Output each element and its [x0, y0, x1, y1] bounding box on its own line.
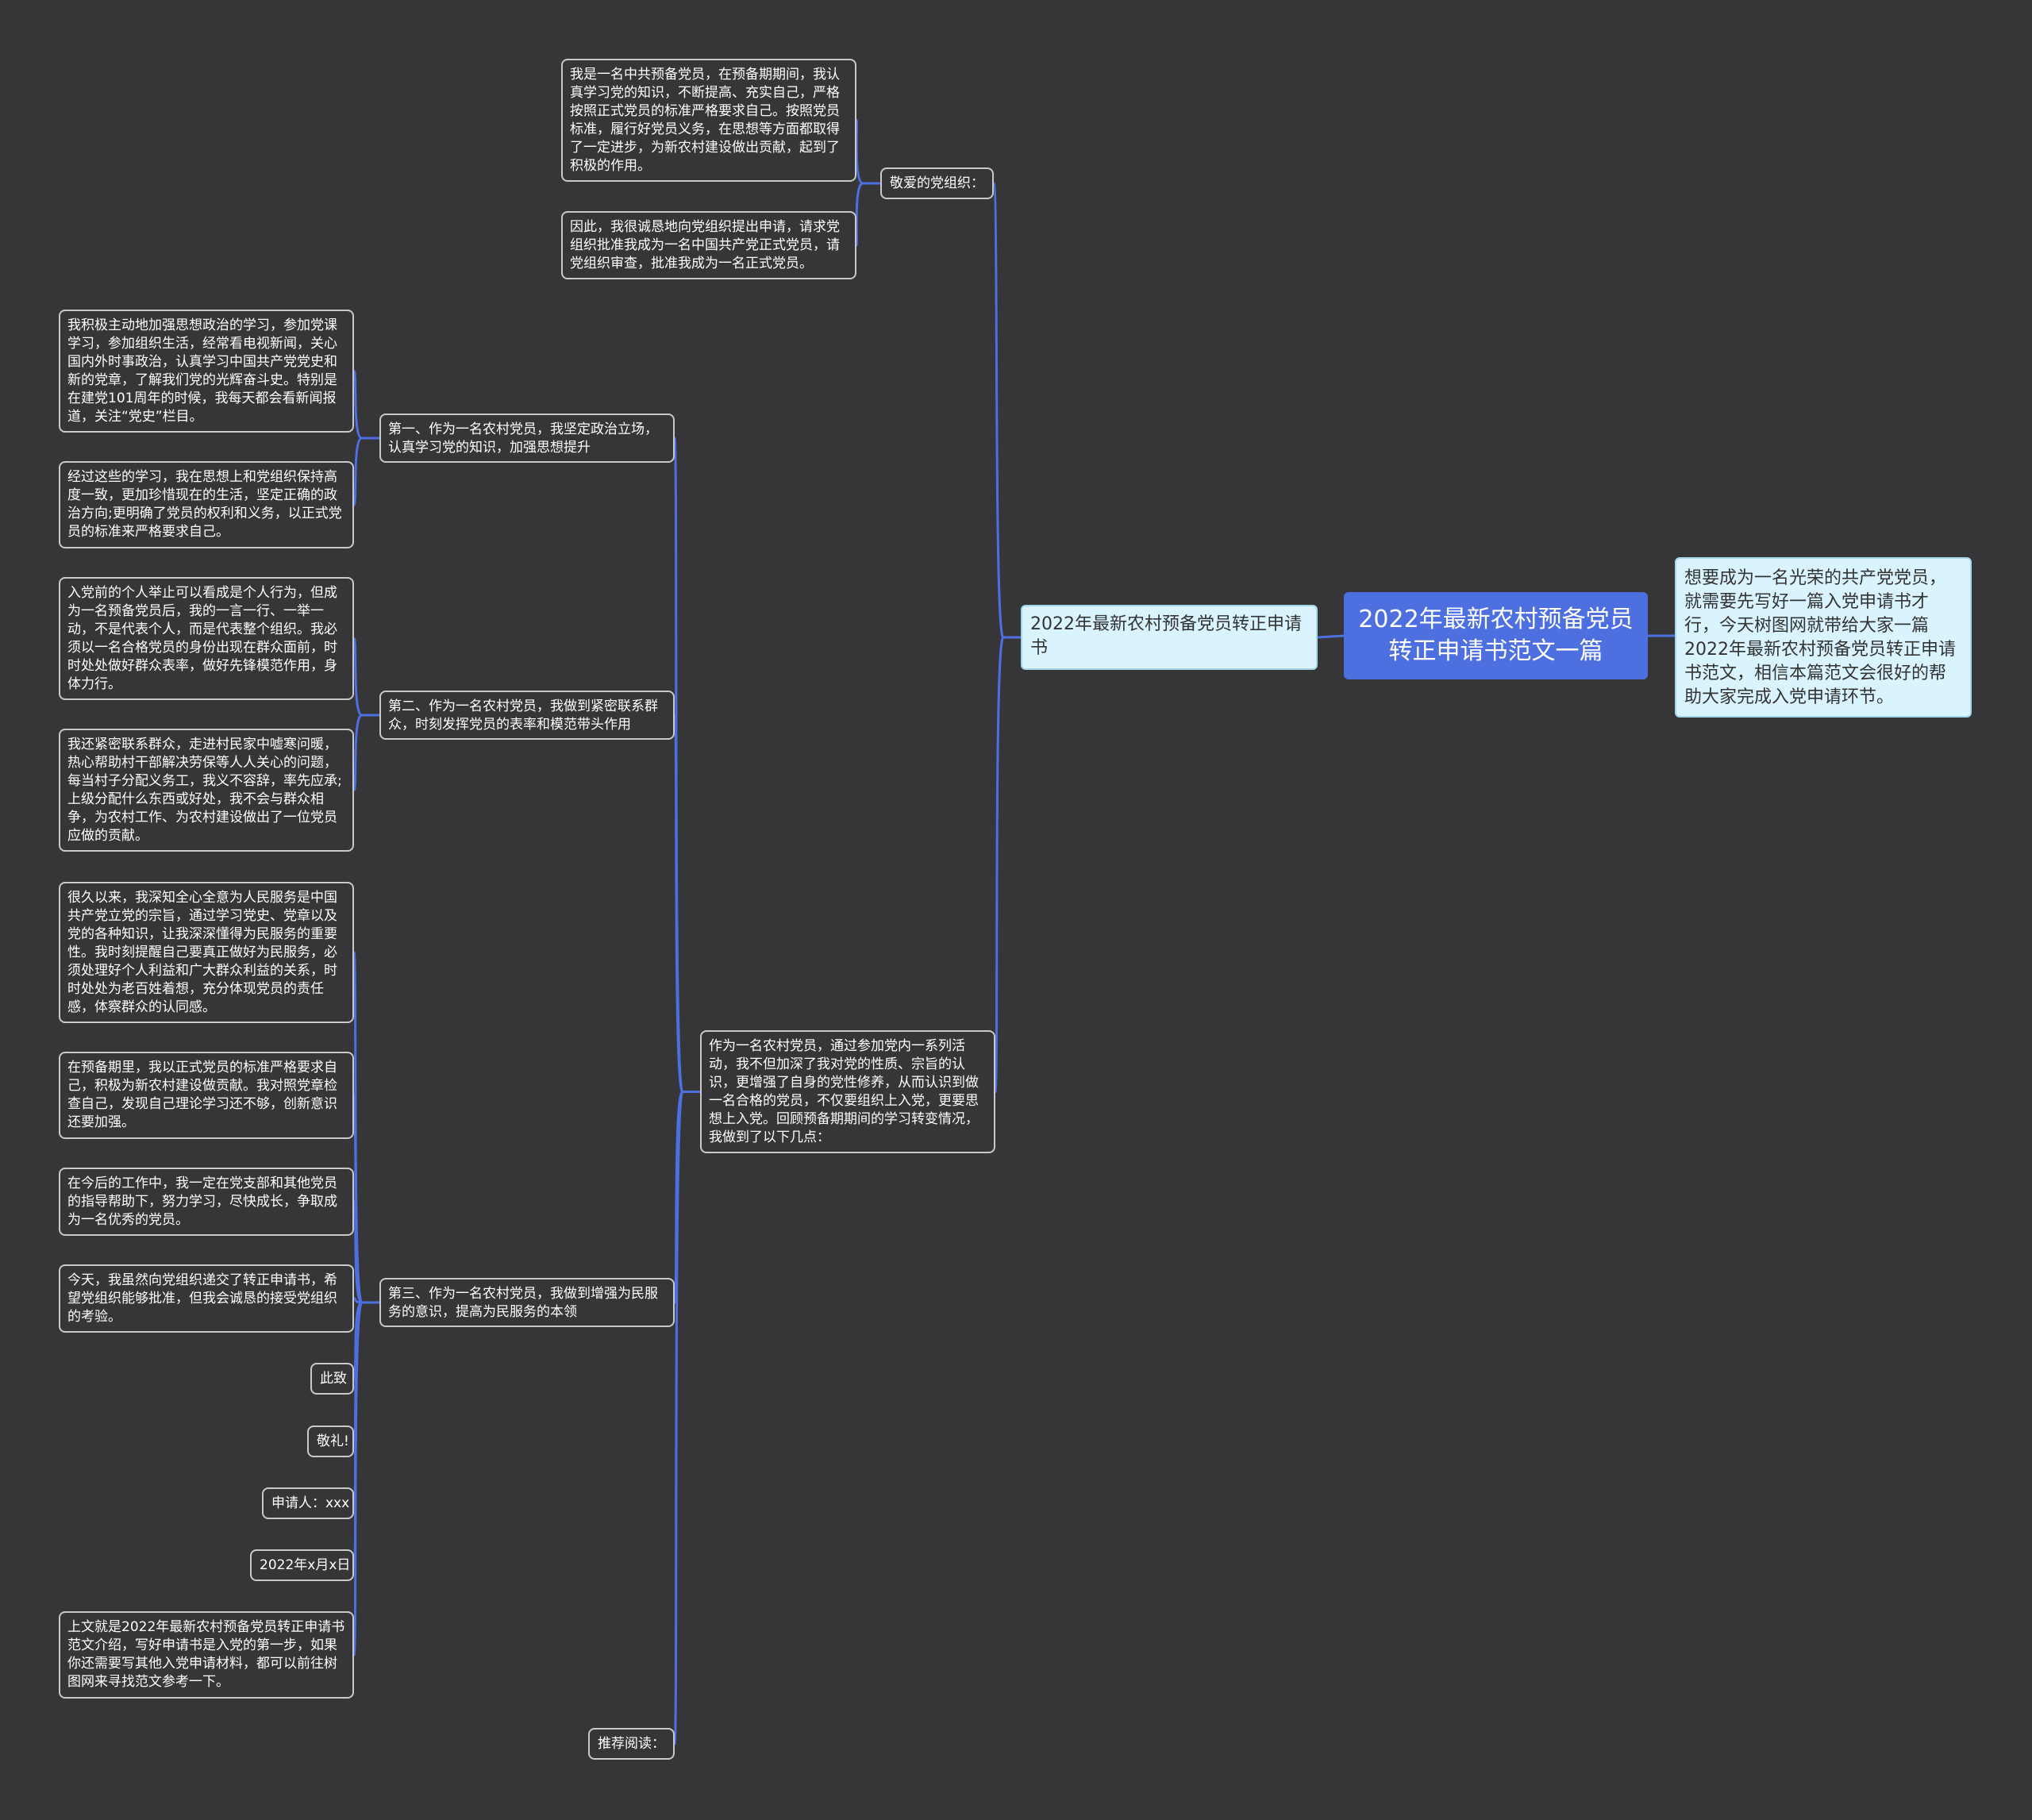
root-title: 2022年最新农村预备党员转正申请书范文一篇: [1358, 606, 1634, 665]
greeting-text-2[interactable]: 因此，我很诚恳地向党组织提出申请，请求党组织批准我成为一名中国共产党正式党员，请…: [561, 211, 856, 279]
point3-text-3[interactable]: 在今后的工作中，我一定在党支部和其他党员的指导帮助下，努力学习，尽快成长，争取成…: [59, 1168, 354, 1236]
point3-closing-1[interactable]: 此致: [310, 1363, 354, 1395]
point2-text-1[interactable]: 入党前的个人举止可以看成是个人行为，但成为一名预备党员后，我的一言一行、一举一动…: [59, 577, 354, 700]
point3-text-2-label: 在预备期里，我以正式党员的标准严格要求自己，积极为新农村建设做贡献。我对照党章检…: [67, 1060, 337, 1130]
branch-title: 2022年最新农村预备党员转正申请书: [1030, 614, 1302, 658]
link-p2-1: [352, 637, 379, 717]
link-branch-greeting: [992, 182, 1021, 639]
point1-node[interactable]: 第一、作为一名农村党员，我坚定政治立场，认真学习党的知识，加强思想提升: [379, 414, 675, 463]
point3-text-2[interactable]: 在预备期里，我以正式党员的标准严格要求自己，积极为新农村建设做贡献。我对照党章检…: [59, 1052, 354, 1139]
point3-text-3-label: 在今后的工作中，我一定在党支部和其他党员的指导帮助下，努力学习，尽快成长，争取成…: [67, 1175, 337, 1228]
point3-label: 第三、作为一名农村党员，我做到增强为民服务的意识，提高为民服务的本领: [388, 1286, 658, 1320]
greeting-node[interactable]: 敬爱的党组织：: [880, 167, 994, 199]
point3-node[interactable]: 第三、作为一名农村党员，我做到增强为民服务的意识，提高为民服务的本领: [379, 1278, 675, 1327]
point3-closing-2[interactable]: 敬礼!: [307, 1426, 354, 1457]
point3-date-label: 2022年x月x日: [260, 1557, 351, 1573]
link-greeting-1: [855, 119, 880, 185]
point3-closing-2-label: 敬礼!: [317, 1433, 349, 1449]
intro-note-text: 想要成为一名光荣的共产党党员，就需要先写好一篇入党申请书才行，今天树图网就带给大…: [1684, 568, 1956, 707]
link-body-1: [673, 714, 700, 1093]
point3-date[interactable]: 2022年x月x日: [250, 1549, 354, 1581]
link-p3-1: [352, 1094, 379, 1304]
point1-text-1-label: 我积极主动地加强思想政治的学习，参加党课学习，参加组织生活，经常看电视新闻，关心…: [67, 317, 337, 425]
link-greeting-2: [855, 182, 880, 247]
link-p2-2: [352, 714, 379, 791]
point1-label: 第一、作为一名农村党员，我坚定政治立场，认真学习党的知识，加强思想提升: [388, 421, 658, 456]
intro-note[interactable]: 想要成为一名光荣的共产党党员，就需要先写好一篇入党申请书才行，今天树图网就带给大…: [1675, 557, 1972, 718]
point3-text-1[interactable]: 很久以来，我深知全心全意为人民服务是中国共产党立党的宗旨，通过学习党史、党章以及…: [59, 882, 354, 1023]
link-body-3: [673, 1091, 700, 1745]
point2-text-2-label: 我还紧密联系群众，走进村民家中嘘寒问暖，热心帮助村干部解决劳保等人人关心的问题，…: [67, 737, 342, 844]
greeting-text-1[interactable]: 我是一名中共预备党员，在预备期期间，我认真学习党的知识，不断提高、充实自己，严格…: [561, 59, 856, 182]
point1-text-2[interactable]: 经过这些的学习，我在思想上和党组织保持高度一致，更加珍惜现在的生活，坚定正确的政…: [59, 461, 354, 548]
point1-text-2-label: 经过这些的学习，我在思想上和党组织保持高度一致，更加珍惜现在的生活，坚定正确的政…: [67, 469, 342, 540]
root-topic[interactable]: 2022年最新农村预备党员转正申请书范文一篇: [1344, 592, 1648, 679]
point3-text-summary[interactable]: 上文就是2022年最新农村预备党员转正申请书范文介绍，写好申请书是入党的第一步，…: [59, 1611, 354, 1699]
point2-text-1-label: 入党前的个人举止可以看成是个人行为，但成为一名预备党员后，我的一言一行、一举一动…: [67, 585, 337, 692]
link-root-branch: [1317, 634, 1345, 639]
link-p3-8: [352, 1301, 379, 1656]
point3-text-4[interactable]: 今天，我虽然向党组织递交了转正申请书，希望党组织能够批准，但我会诚恳的接受党组织…: [59, 1264, 354, 1333]
recommend-label: 推荐阅读：: [598, 1736, 665, 1752]
link-p1-1: [352, 370, 379, 440]
point1-text-1[interactable]: 我积极主动地加强思想政治的学习，参加党课学习，参加组织生活，经常看电视新闻，关心…: [59, 310, 354, 433]
body-intro-node[interactable]: 作为一名农村党员，通过参加党内一系列活动，我不但加深了我对党的性质、宗旨的认识，…: [700, 1030, 995, 1153]
link-p3-0: [352, 951, 379, 1304]
body-intro-label: 作为一名农村党员，通过参加党内一系列活动，我不但加深了我对党的性质、宗旨的认识，…: [709, 1038, 979, 1145]
point2-text-2[interactable]: 我还紧密联系群众，走进村民家中嘘寒问暖，热心帮助村干部解决劳保等人人关心的问题，…: [59, 729, 354, 852]
point2-label: 第二、作为一名农村党员，我做到紧密联系群众，时刻发挥党员的表率和模范带头作用: [388, 698, 658, 733]
point3-applicant-label: 申请人：xxx: [271, 1495, 350, 1511]
point3-applicant[interactable]: 申请人：xxx: [262, 1487, 354, 1519]
branch-topic[interactable]: 2022年最新农村预备党员转正申请书: [1021, 605, 1318, 670]
link-branch-body: [994, 636, 1021, 1093]
point2-node[interactable]: 第二、作为一名农村党员，我做到紧密联系群众，时刻发挥党员的表率和模范带头作用: [379, 691, 675, 740]
point3-text-4-label: 今天，我虽然向党组织递交了转正申请书，希望党组织能够批准，但我会诚恳的接受党组织…: [67, 1272, 337, 1325]
recommend-node[interactable]: 推荐阅读：: [588, 1728, 675, 1760]
point3-closing-1-label: 此致: [320, 1371, 347, 1387]
link-p1-2: [352, 437, 379, 506]
point3-text-1-label: 很久以来，我深知全心全意为人民服务是中国共产党立党的宗旨，通过学习党史、党章以及…: [67, 890, 337, 1015]
greeting-label: 敬爱的党组织：: [890, 175, 984, 191]
link-body-0: [673, 437, 700, 1093]
point3-text-summary-label: 上文就是2022年最新农村预备党员转正申请书范文介绍，写好申请书是入党的第一步，…: [67, 1619, 345, 1690]
greeting-text-1-label: 我是一名中共预备党员，在预备期期间，我认真学习党的知识，不断提高、充实自己，严格…: [570, 67, 840, 174]
greeting-text-2-label: 因此，我很诚恳地向党组织提出申请，请求党组织批准我成为一名中国共产党正式党员，请…: [570, 219, 840, 271]
